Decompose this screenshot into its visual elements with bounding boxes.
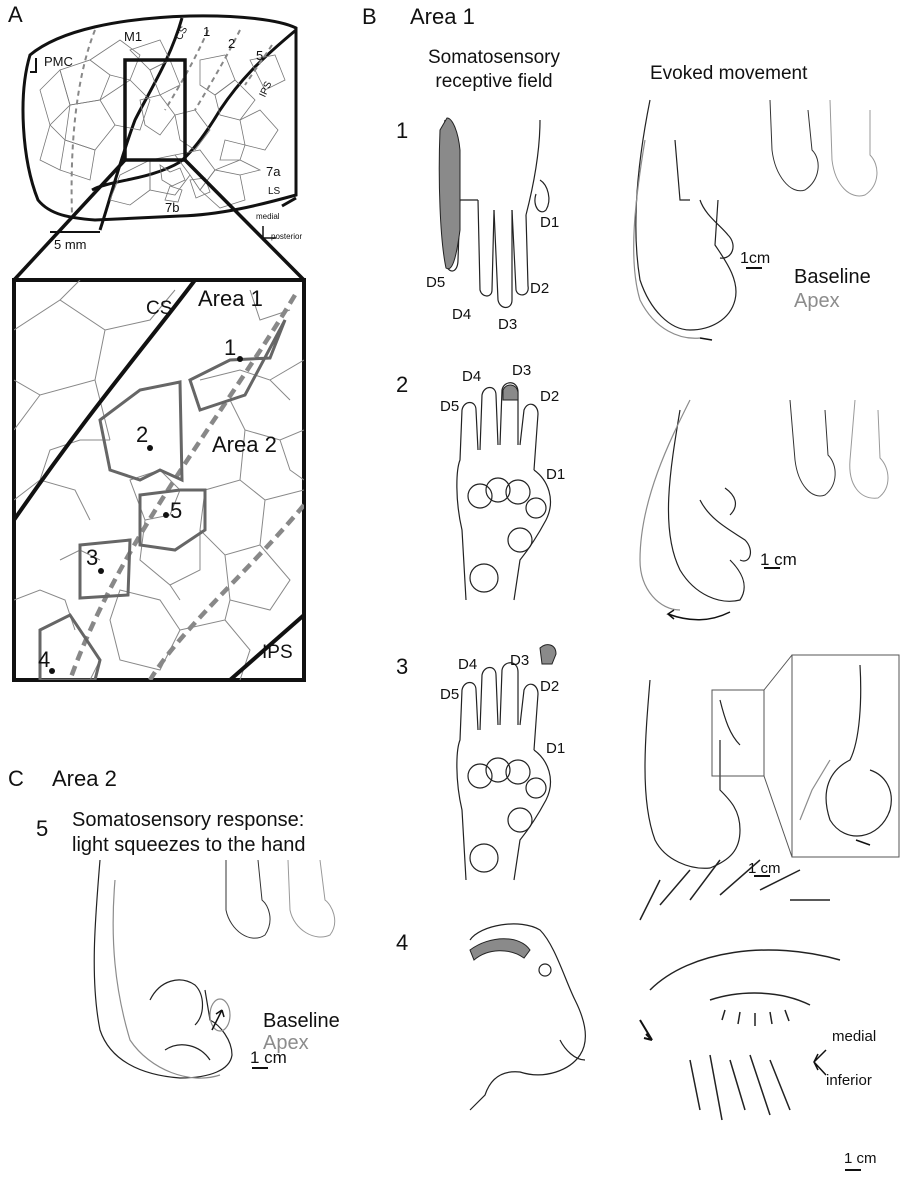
panel-c-scale-label: 1 cm [250,1048,287,1068]
panel-c-direction-arrow [212,1010,224,1030]
panel-c-small-hands [226,860,335,938]
panel-c-legend-baseline: Baseline [263,1010,340,1033]
panel-c-hand-drawing [94,860,232,1078]
panel-c-apex-drawing [113,880,230,1078]
